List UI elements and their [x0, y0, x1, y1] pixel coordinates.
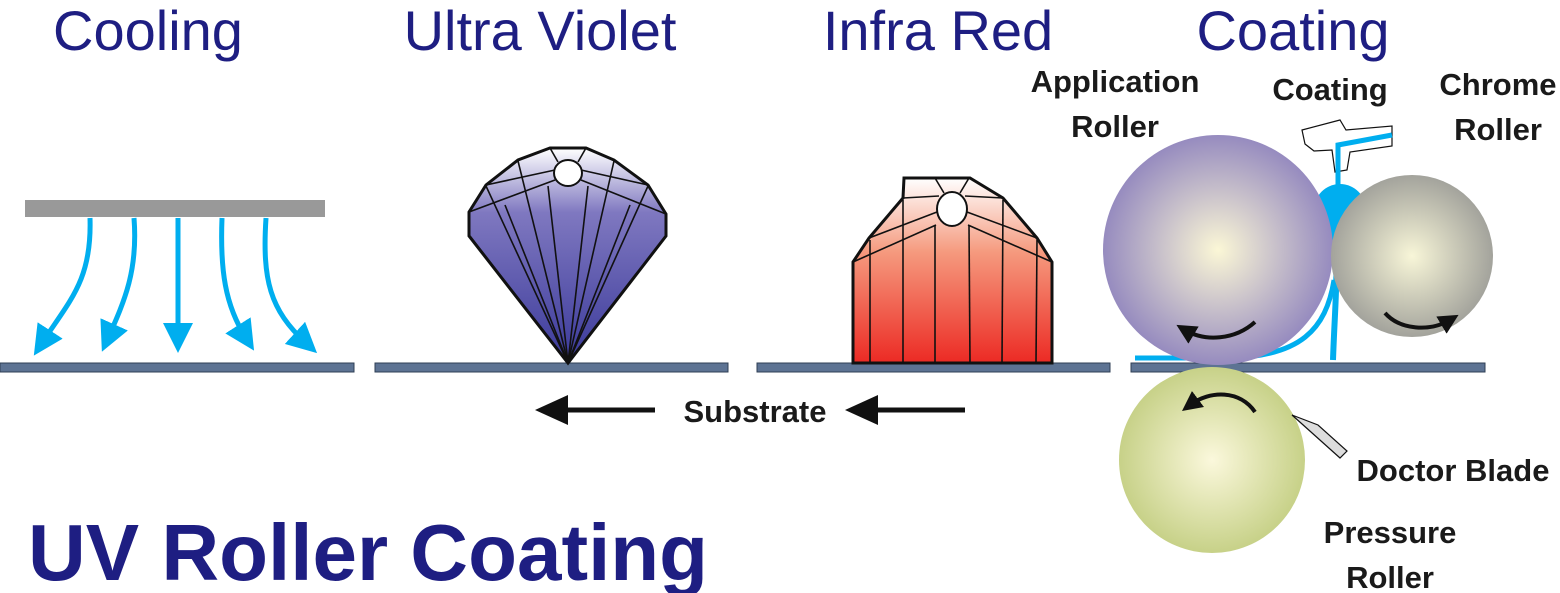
pressure-roller-label-line2: Roller: [1346, 560, 1434, 593]
ir-bulb-icon: [936, 191, 968, 227]
uv-bulb-icon: [553, 159, 583, 187]
heading-cooling: Cooling: [53, 0, 243, 62]
heading-ultra-violet: Ultra Violet: [404, 0, 677, 62]
chrome-rotation-arrow-icon: [1383, 311, 1459, 334]
chrome-roller-label-line2: Roller: [1454, 112, 1542, 147]
substrate-label: Substrate: [684, 394, 827, 429]
doctor-blade-label: Doctor Blade: [1357, 453, 1550, 488]
pressure-rotation-arrow-icon: [1181, 391, 1257, 414]
diagram-title: UV Roller Coating: [28, 508, 708, 593]
cooling-air-arrows-icon: [33, 217, 318, 356]
substrate: [0, 362, 1486, 373]
cooling-unit: [25, 200, 325, 356]
uv-lamp: [467, 146, 668, 366]
coating-label: Coating: [1272, 72, 1387, 107]
pressure-roller-label-line1: Pressure: [1324, 515, 1457, 550]
coating-nozzle-icon: [1301, 119, 1393, 190]
doctor-blade: [1291, 414, 1348, 459]
chrome-roller-label-line1: Chrome: [1439, 67, 1556, 102]
heading-infra-red: Infra Red: [823, 0, 1053, 62]
coating-station: [1103, 119, 1493, 553]
substrate-direction-arrows-icon: [535, 395, 965, 425]
heading-coating: Coating: [1196, 0, 1389, 62]
chrome-roller: [1331, 175, 1493, 337]
application-rotation-arrow-icon: [1176, 320, 1257, 344]
application-roller: [1103, 135, 1333, 365]
pressure-roller: [1119, 367, 1305, 553]
cooling-bar: [25, 200, 325, 217]
ir-lamp: [851, 176, 1054, 365]
application-roller-label-line2: Roller: [1071, 109, 1159, 144]
application-roller-label-line1: Application: [1031, 64, 1200, 99]
